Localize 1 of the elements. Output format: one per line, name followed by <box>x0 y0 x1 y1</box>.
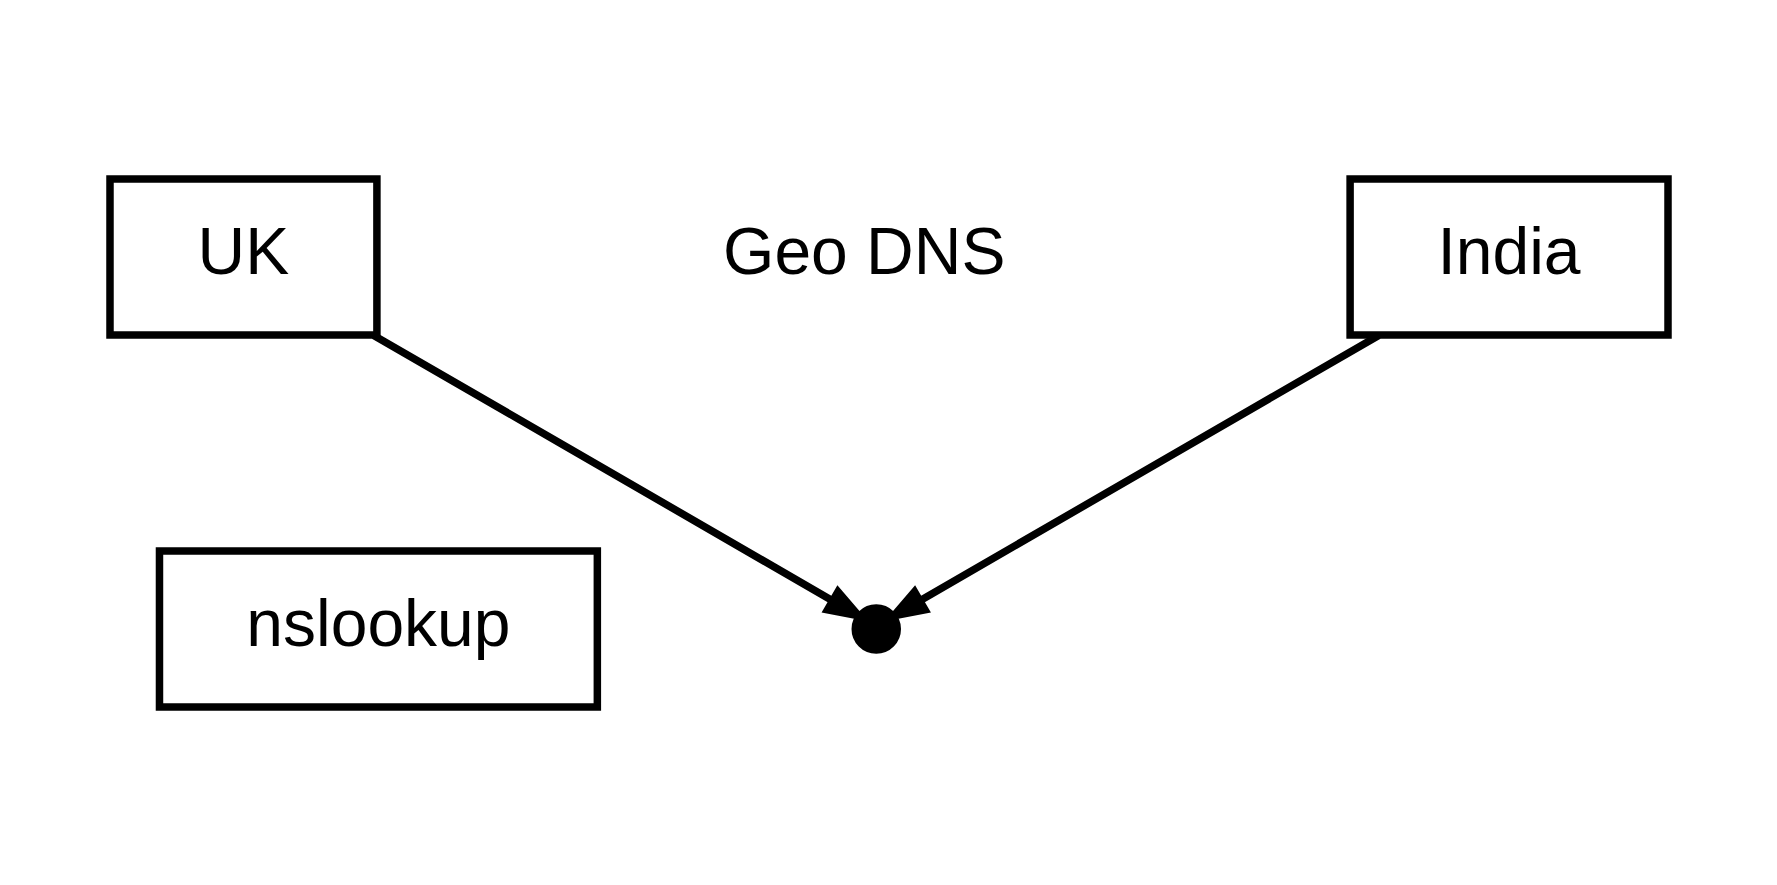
label: Geo DNS <box>722 213 1005 288</box>
